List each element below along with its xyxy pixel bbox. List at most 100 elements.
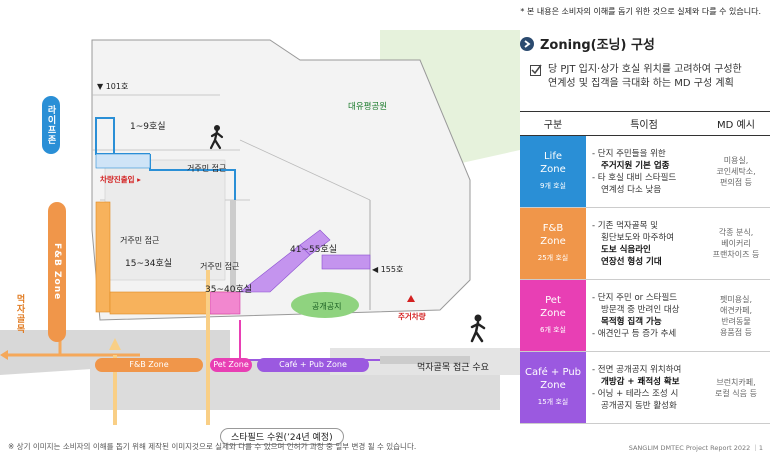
header-feature: 특이점 [586, 111, 702, 136]
md-line: 각종 분식, [718, 228, 754, 237]
zoning-panel: Zoning(조닝) 구성 당 PJT 입지·상가 호실 위치를 고려하여 구성… [520, 34, 770, 91]
panel-title-row: Zoning(조닝) 구성 [520, 34, 770, 53]
md-line: 반려동물 [721, 316, 751, 326]
feature-line-bold: 개방감 + 쾌적성 확보 [601, 376, 680, 387]
feature-line: 횡단보도와 마주하여 [601, 232, 675, 243]
md-cell-cafe: 브런치카페, 로컬 식음 등 [702, 351, 770, 424]
md-line: 편의점 등 [720, 178, 752, 187]
zone-name: Café + Pub [524, 367, 582, 378]
table-header-row: 구분 특이점 MD 예시 [520, 111, 770, 136]
feature-line: - 기존 먹자골목 및 [592, 220, 658, 231]
food-alley-demand-label: 먹자골목 접근 수요 [417, 363, 489, 373]
public-space-label: 공개공지 [312, 302, 342, 311]
feature-line: 방문객 중 반려인 대상 [601, 304, 680, 315]
md-cell-fb: 각종 분식, 베이커리 프랜차이즈 등 [702, 207, 770, 280]
park-label: 대유평공원 [348, 102, 388, 112]
feature-cell-pet: - 단지 주민 or 스타필드 방문객 중 반려인 대상 목적형 집객 가능 -… [586, 279, 702, 352]
zoning-table: 구분 특이점 MD 예시 Life Zone 9개 호실 - 단지 주민들을 위… [520, 111, 770, 424]
vehicle-entrance-label: 차량진출입 ▸ [100, 175, 141, 184]
pet-units [209, 291, 241, 315]
table-row-pet: Pet Zone 6개 호실 - 단지 주민 or 스타필드 방문객 중 반려인… [520, 279, 770, 352]
table-row-fb: F&B Zone 25개 호실 - 기존 먹자골목 및 횡단보도와 마주하여 도… [520, 207, 770, 280]
md-cell-pet: 펫미용실, 애견카페, 반려동물 용품점 등 [702, 279, 770, 352]
checkbox-icon [530, 64, 542, 76]
units-41-55-label: 41~55호실 [290, 245, 338, 255]
zone-name-2: Zone [540, 308, 566, 319]
feature-line-bold: 주거지원 기본 업종 [601, 160, 670, 171]
pedestrian-icon-right [470, 314, 486, 343]
resident-access-label-2: 거주민 접근 [120, 236, 160, 245]
zone-cell-life: Life Zone 9개 호실 [520, 135, 586, 208]
table-row-cafe: Café + Pub Zone 15개 호실 - 전면 공개공지 위치하여 개방… [520, 351, 770, 424]
header-md-example: MD 예시 [702, 111, 770, 136]
zone-name: F&B [542, 223, 564, 234]
feature-cell-life: - 단지 주민들을 위한 주거지원 기본 업종 - 타 호실 대비 스타필드 연… [586, 135, 702, 208]
md-line: 펫미용실, [720, 294, 752, 304]
table-row-life: Life Zone 9개 호실 - 단지 주민들을 위한 주거지원 기본 업종 … [520, 135, 770, 208]
cafe-zone-bar: Café + Pub Zone [257, 358, 369, 372]
zone-count: 15개 호실 [537, 398, 569, 406]
food-alley-side-label: 먹자골목 [14, 294, 25, 334]
zone-name-2: Zone [540, 380, 566, 391]
md-line: 코인세탁소, [716, 167, 756, 176]
pet-zone-bar: Pet Zone [210, 358, 252, 372]
units-1-9-label: 1~9호실 [130, 122, 166, 132]
fb-zone-pill: F&B Zone [48, 202, 66, 342]
site-map: ▼ 101호 라이프존 대유평공원 1~9호실 차량진출입 ▸ 거주민 접근 F… [0, 30, 520, 445]
md-line: 베이커리 [721, 239, 751, 248]
feature-line-bold: 목적형 집객 가능 [601, 316, 662, 327]
feature-line: - 단지 주민 or 스타필드 [592, 292, 678, 303]
zone-name: Pet [545, 295, 561, 306]
zone-count: 6개 호실 [540, 326, 566, 334]
zone-name: Life [543, 151, 563, 162]
header-category: 구분 [520, 111, 586, 136]
site-map-drawing [0, 30, 520, 425]
md-line: 로컬 식음 등 [715, 388, 757, 398]
units-15-34-label: 15~34호실 [125, 259, 173, 269]
md-cell-life: 미용실, 코인세탁소, 편의점 등 [702, 135, 770, 208]
chevron-circle-icon [520, 36, 534, 51]
zone-cell-cafe: Café + Pub Zone 15개 호실 [520, 351, 586, 424]
public-space-ellipse [291, 292, 359, 318]
zone-cell-pet: Pet Zone 6개 호실 [520, 279, 586, 352]
fb-units-vertical [95, 201, 111, 313]
fb-zone-bar: F&B Zone [95, 358, 203, 372]
unit-155-label: ◀ 155호 [372, 265, 404, 274]
feature-line: - 전면 공개공지 위치하여 [592, 364, 682, 375]
unit-101-label: ▼ 101호 [97, 82, 129, 91]
subtitle-line-2: 연계성 및 집객을 극대화 하는 MD 구성 계획 [548, 78, 734, 89]
md-line: 용품점 등 [720, 327, 752, 337]
top-note: * 본 내용은 소비자의 이해를 돕기 위한 것으로 실제와 다를 수 있습니다… [520, 7, 761, 16]
resident-access-label-1: 거주민 접근 [187, 164, 227, 173]
cafe-units-row [321, 254, 371, 270]
md-line: 프랜차이즈 등 [712, 250, 760, 259]
parking-label: 주거차량 [398, 312, 426, 321]
zone-cell-fb: F&B Zone 25개 호실 [520, 207, 586, 280]
md-line: 애견카페, [720, 305, 752, 315]
feature-line: - 어닝 + 테라스 조성 시 [592, 388, 679, 399]
md-line: 미용실, [723, 156, 749, 165]
zone-name-2: Zone [540, 164, 566, 175]
zone-count: 25개 호실 [537, 254, 569, 262]
starfield-label: 스타필드 수원(’24년 예정) [220, 428, 344, 445]
zone-name-2: Zone [540, 236, 566, 247]
feature-line-bold: 연장선 형성 기대 [601, 256, 662, 267]
feature-line: 연계성 다소 낮음 [601, 184, 662, 195]
feature-line: - 단지 주민들을 위한 [592, 148, 666, 159]
feature-cell-fb: - 기존 먹자골목 및 횡단보도와 마주하여 도보 식음라인 연장선 형성 기대 [586, 207, 702, 280]
panel-subtitle: 당 PJT 입지·상가 호실 위치를 고려하여 구성한 연계성 및 집객을 극대… [530, 63, 770, 91]
resident-access-label-3: 거주민 접근 [200, 262, 240, 271]
feature-line: - 타 호실 대비 스타필드 [592, 172, 677, 183]
feature-line-bold: 도보 식음라인 [601, 244, 651, 255]
subtitle-line-1: 당 PJT 입지·상가 호실 위치를 고려하여 구성한 [548, 64, 742, 75]
units-35-40-label: 35~40호실 [205, 285, 253, 295]
footer-page-info: SANGLIM DMTEC Project Report 2022 ｜1 [628, 444, 763, 452]
zone-count: 9개 호실 [540, 182, 566, 190]
pedestrian-icon-top [209, 125, 224, 150]
feature-line: - 애견인구 등 증가 추세 [592, 328, 677, 339]
feature-cell-cafe: - 전면 공개공지 위치하여 개방감 + 쾌적성 확보 - 어닝 + 테라스 조… [586, 351, 702, 424]
md-line: 브런치카페, [716, 377, 756, 387]
panel-title: Zoning(조닝) 구성 [540, 38, 655, 53]
life-zone-pill: 라이프존 [42, 96, 60, 154]
feature-line: 공개공지 동반 활성화 [601, 400, 677, 411]
